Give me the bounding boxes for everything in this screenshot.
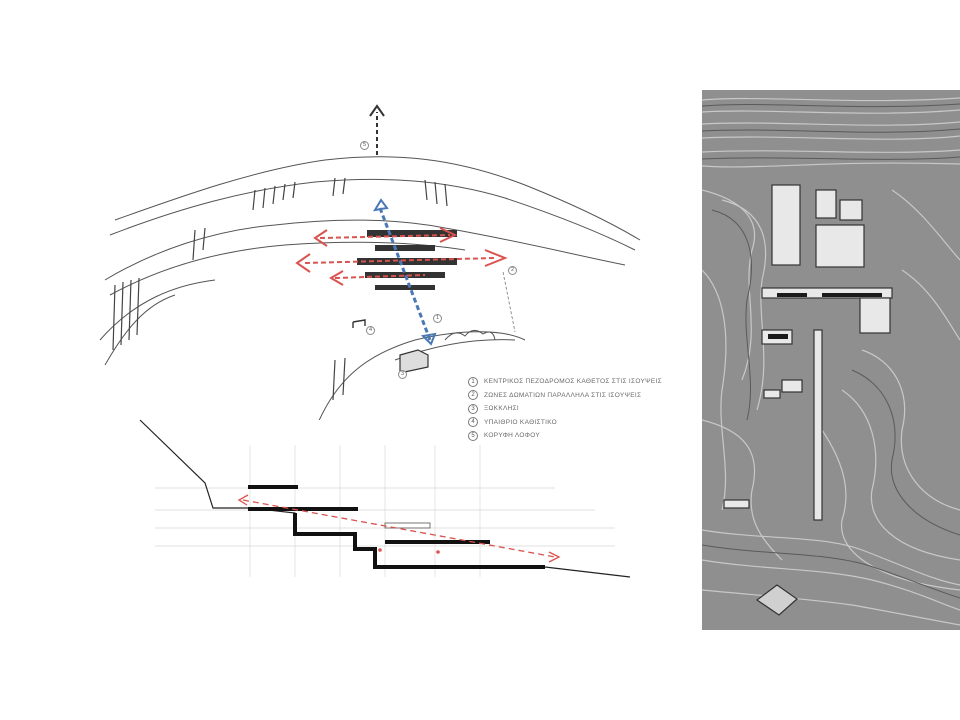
central-path-arrow-head-bottom <box>420 332 437 346</box>
building-slabs <box>248 485 545 569</box>
chapel-model <box>755 584 798 616</box>
rocks-sketch <box>444 330 496 341</box>
model-openings <box>768 293 882 339</box>
site-model-photo <box>702 90 960 630</box>
legend-item-5: 5 ΚΟΡΥΦΗ ΛΟΦΟΥ <box>468 429 688 443</box>
legend-item-4: 4 ΥΠΑΙΘΡΙΟ ΚΑΘΙΣΤΙΚΟ <box>468 416 688 430</box>
marker-4: 4 <box>366 326 375 335</box>
site-section <box>139 419 631 578</box>
legend: 1 ΚΕΝΤΡΙΚΟΣ ΠΕΖΟΔΡΟΜΟΣ ΚΑΘΕΤΟΣ ΣΤΙΣ ΙΣΟΥ… <box>468 375 688 443</box>
section-grid <box>155 445 615 577</box>
hill-top-arrow-head <box>369 104 385 117</box>
marker-1: 1 <box>433 314 442 323</box>
terrain-hatching <box>112 177 448 401</box>
legend-text: ΖΩΝΕΣ ΔΩΜΑΤΙΩΝ ΠΑΡΑΛΛΗΛΑ ΣΤΙΣ ΙΣΟΥΨΕΙΣ <box>484 391 642 399</box>
legend-number: 4 <box>468 417 478 428</box>
marker-2: 2 <box>508 266 517 275</box>
seating-sketch <box>352 319 366 328</box>
room-zone-arrow-heads <box>295 227 508 286</box>
legend-item-3: 3 ΞΩΚΚΛΗΣΙ <box>468 402 688 416</box>
legend-number: 1 <box>468 376 478 387</box>
legend-text: ΞΩΚΚΛΗΣΙ <box>484 405 520 413</box>
central-path-arrow-head-top <box>373 198 389 212</box>
legend-text: ΥΠΑΙΘΡΙΟ ΚΑΘΙΣΤΙΚΟ <box>484 418 558 426</box>
model-contours-dark <box>702 103 960 599</box>
room-zone-arrows <box>304 234 496 279</box>
ridge-lines <box>99 156 641 420</box>
section-circulation-arrow <box>242 499 556 558</box>
legend-text: ΚΟΡΥΦΗ ΛΟΦΟΥ <box>484 432 541 440</box>
perspective-sketch <box>99 104 641 420</box>
marker-3: 3 <box>398 370 407 379</box>
legend-number: 2 <box>468 390 478 401</box>
legend-text: ΚΕΝΤΡΙΚΟΣ ΠΕΖΟΔΡΟΜΟΣ ΚΑΘΕΤΟΣ ΣΤΙΣ ΙΣΟΥΨΕ… <box>484 378 662 386</box>
legend-item-1: 1 ΚΕΝΤΡΙΚΟΣ ΠΕΖΟΔΡΟΜΟΣ ΚΑΘΕΤΟΣ ΣΤΙΣ ΙΣΟΥ… <box>468 375 688 389</box>
building-terraces <box>357 230 457 290</box>
legend-number: 3 <box>468 403 478 414</box>
legend-item-2: 2 ΖΩΝΕΣ ΔΩΜΑΤΙΩΝ ΠΑΡΑΛΛΗΛΑ ΣΤΙΣ ΙΣΟΥΨΕΙΣ <box>468 389 688 403</box>
model-contours <box>702 97 960 626</box>
legend-number: 5 <box>468 430 478 441</box>
marker-5: 5 <box>360 141 369 150</box>
